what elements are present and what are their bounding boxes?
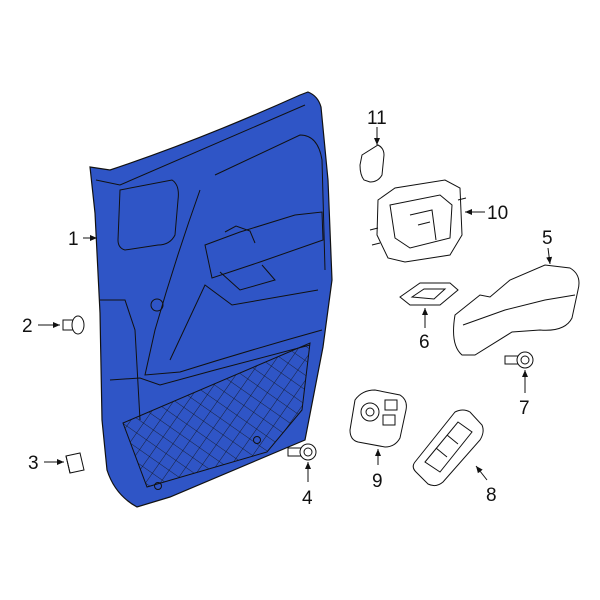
callout-6[interactable]: 6	[419, 332, 430, 353]
inside-handle[interactable]	[369, 179, 467, 263]
cap[interactable]	[359, 144, 385, 183]
callout-1[interactable]: 1	[68, 229, 79, 250]
window-switch[interactable]	[412, 409, 484, 487]
callout-11[interactable]: 11	[367, 108, 387, 129]
callout-2[interactable]: 2	[22, 316, 33, 337]
callout-5[interactable]: 5	[542, 228, 553, 249]
callout-3[interactable]: 3	[28, 453, 39, 474]
screw-7[interactable]	[504, 351, 534, 369]
push-pin-retainer[interactable]	[62, 315, 85, 335]
door-trim-panel[interactable]	[89, 91, 333, 508]
mirror-switch[interactable]	[349, 389, 407, 448]
callout-arrows	[38, 127, 553, 482]
callout-8[interactable]: 8	[486, 485, 497, 506]
screw-4[interactable]	[287, 443, 317, 461]
armrest[interactable]	[453, 264, 580, 356]
callout-4[interactable]: 4	[302, 488, 313, 509]
clip[interactable]	[65, 452, 85, 474]
callout-9[interactable]: 9	[372, 471, 383, 492]
bezel[interactable]	[399, 282, 459, 306]
callout-7[interactable]: 7	[519, 398, 530, 419]
callout-10[interactable]: 10	[487, 203, 508, 224]
